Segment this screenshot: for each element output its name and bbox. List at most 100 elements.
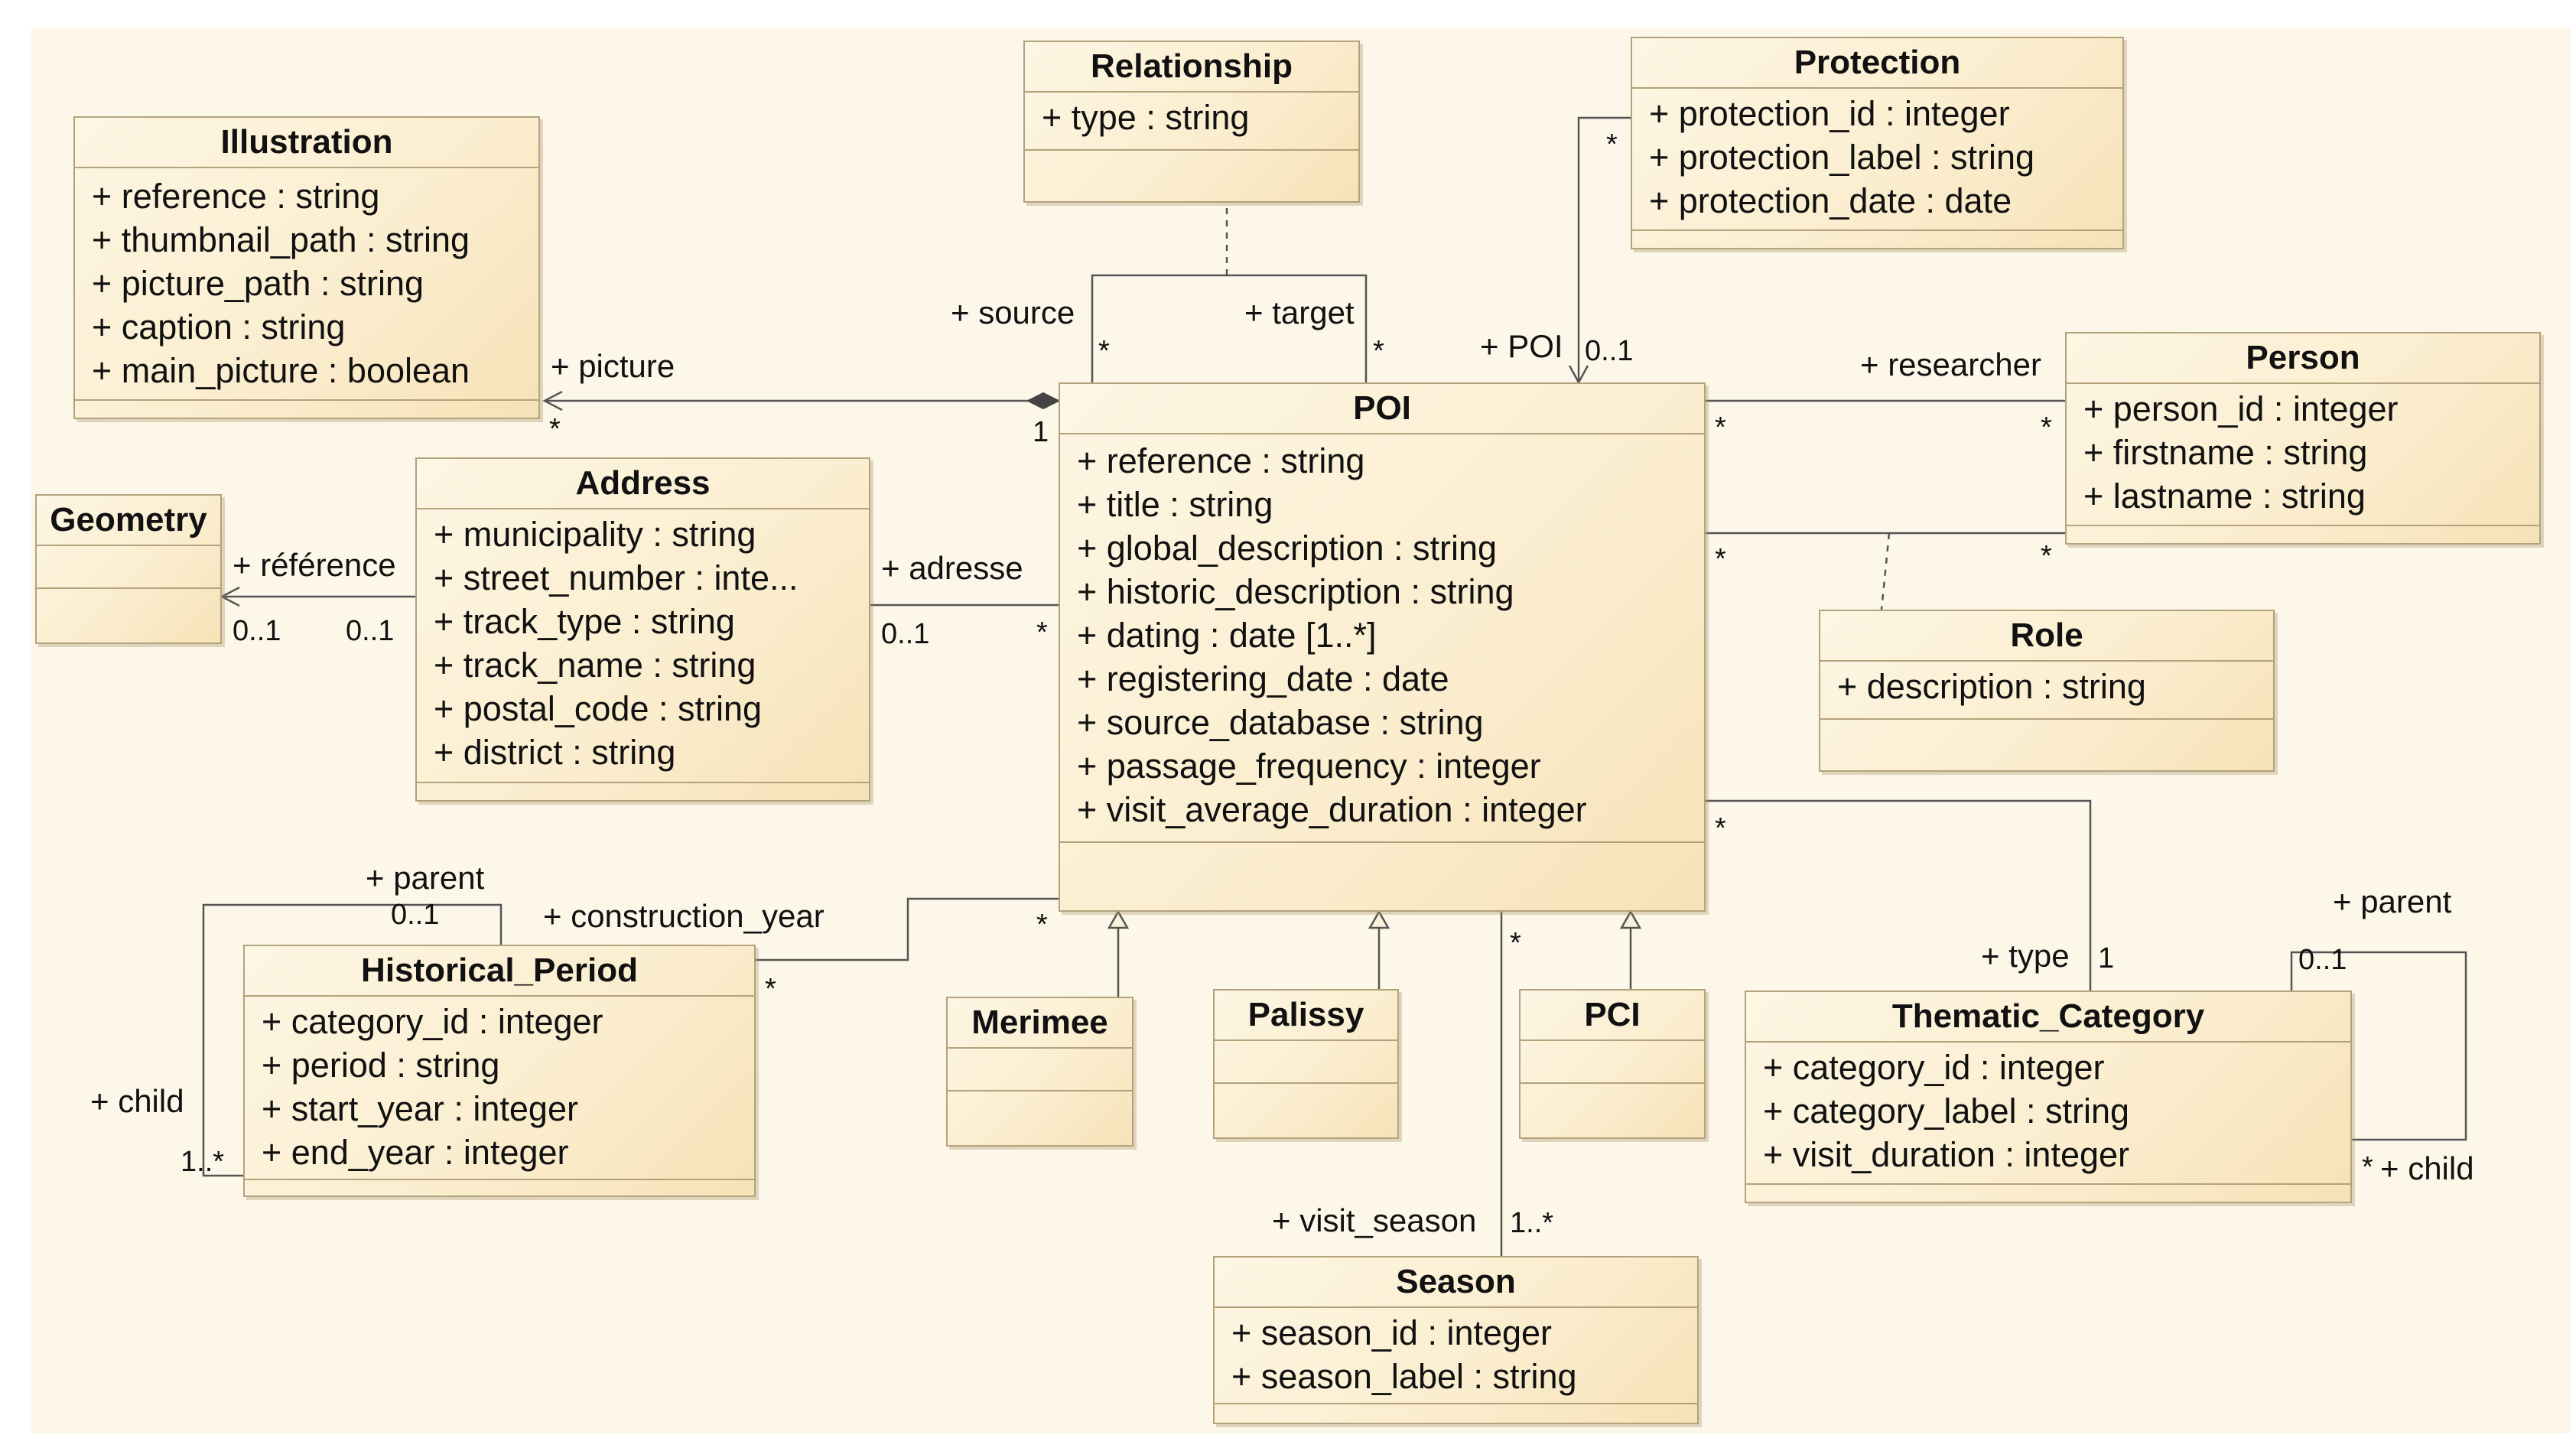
attribute: + caption : string bbox=[92, 307, 346, 346]
assoc-historical-period-poi bbox=[756, 897, 1059, 961]
class-role[interactable]: Role + description : string bbox=[1819, 610, 2275, 772]
operations-separator bbox=[1025, 149, 1358, 151]
role-label-parent-hp: + parent bbox=[366, 860, 485, 896]
assoc-historical-period-self bbox=[202, 903, 503, 1177]
attribute-list: + description : string bbox=[1820, 665, 2273, 708]
attribute: + registering_date : date bbox=[1077, 659, 1449, 698]
multiplicity: * bbox=[2041, 540, 2052, 572]
open-arrow-to-geometry bbox=[220, 586, 240, 607]
attribute: + person_id : integer bbox=[2083, 389, 2399, 428]
attribute-list: + reference : string + title : string + … bbox=[1060, 439, 1704, 831]
attribute: + end_year : integer bbox=[262, 1133, 569, 1172]
multiplicity: 1..* bbox=[1510, 1207, 1554, 1239]
class-name: Palissy bbox=[1215, 991, 1397, 1041]
attribute: + street_number : inte... bbox=[434, 558, 798, 597]
attribute-list: + person_id : integer + firstname : stri… bbox=[2067, 387, 2539, 518]
multiplicity: 1..* bbox=[181, 1146, 225, 1178]
role-label-reference: + référence bbox=[233, 547, 396, 583]
class-historical-period[interactable]: Historical_Period + category_id : intege… bbox=[243, 945, 756, 1197]
attribute: + firstname : string bbox=[2083, 433, 2368, 472]
class-relationship[interactable]: Relationship + type : string bbox=[1023, 41, 1360, 203]
multiplicity: 0..1 bbox=[2298, 944, 2347, 976]
operations-separator bbox=[417, 782, 869, 783]
class-illustration[interactable]: Illustration + reference : string + thum… bbox=[73, 116, 540, 419]
attribute-list: + category_id : integer + period : strin… bbox=[245, 1000, 754, 1174]
operations-separator bbox=[75, 399, 538, 401]
role-label-source: + source bbox=[951, 294, 1075, 330]
attribute: + historic_description : string bbox=[1077, 572, 1514, 611]
multiplicity: * bbox=[2362, 1151, 2373, 1183]
operations-separator bbox=[1632, 229, 2122, 231]
role-label-picture: + picture bbox=[551, 348, 675, 384]
attribute: + type : string bbox=[1042, 98, 1250, 137]
multiplicity: * bbox=[1036, 909, 1048, 941]
attribute-list: + type : string bbox=[1025, 96, 1358, 139]
attribute-list: + municipality : string + street_number … bbox=[417, 512, 869, 774]
multiplicity: * bbox=[1715, 543, 1726, 575]
attribute: + visit_duration : integer bbox=[1763, 1135, 2130, 1174]
class-name: Protection bbox=[1632, 38, 2122, 89]
open-arrow-to-illustration bbox=[542, 390, 563, 412]
attribute: + protection_date : date bbox=[1649, 181, 2012, 220]
attribute: + protection_label : string bbox=[1649, 138, 2035, 177]
multiplicity: 1 bbox=[1033, 416, 1049, 448]
class-protection[interactable]: Protection + protection_id : integer + p… bbox=[1631, 37, 2124, 249]
class-geometry[interactable]: Geometry bbox=[35, 494, 222, 644]
attribute: + picture_path : string bbox=[92, 264, 424, 303]
multiplicity: * bbox=[1373, 335, 1384, 367]
attribute: + category_id : integer bbox=[1763, 1048, 2105, 1087]
class-name: Relationship bbox=[1025, 42, 1358, 93]
multiplicity: 0..1 bbox=[233, 615, 281, 647]
attribute: + global_description : string bbox=[1077, 529, 1498, 568]
operations-separator bbox=[1820, 718, 2273, 720]
role-label-poi: + POI bbox=[1480, 328, 1563, 364]
multiplicity: * bbox=[1036, 617, 1048, 649]
class-pci[interactable]: PCI bbox=[1519, 989, 1706, 1139]
class-name: Role bbox=[1820, 611, 2273, 662]
class-name: Person bbox=[2067, 333, 2539, 384]
role-label-visit-season: + visit_season bbox=[1272, 1202, 1477, 1238]
multiplicity: 1 bbox=[2098, 942, 2115, 974]
attribute: + source_database : string bbox=[1077, 703, 1484, 742]
role-label-adresse: + adresse bbox=[881, 550, 1023, 586]
class-thematic-category[interactable]: Thematic_Category + category_id : intege… bbox=[1745, 991, 2352, 1203]
multiplicity: 0..1 bbox=[346, 615, 395, 647]
attribute: + track_type : string bbox=[434, 602, 735, 641]
attribute-list: + protection_id : integer + protection_l… bbox=[1632, 92, 2122, 223]
attribute-list: + season_id : integer + season_label : s… bbox=[1215, 1311, 1697, 1398]
class-name: POI bbox=[1060, 384, 1704, 434]
attribute: + main_picture : boolean bbox=[92, 351, 470, 390]
attribute: + reference : string bbox=[92, 177, 380, 216]
class-season[interactable]: Season + season_id : integer + season_la… bbox=[1213, 1256, 1699, 1424]
class-name: Merimee bbox=[948, 998, 1132, 1049]
multiplicity: * bbox=[549, 413, 561, 445]
role-label-researcher: + researcher bbox=[1860, 346, 2041, 382]
attribute: + season_id : integer bbox=[1231, 1313, 1553, 1352]
attribute: + period : string bbox=[262, 1046, 500, 1085]
operations-separator bbox=[948, 1090, 1132, 1092]
class-name: Geometry bbox=[37, 496, 220, 546]
assoc-thematic-category-self bbox=[2290, 951, 2467, 1141]
class-person[interactable]: Person + person_id : integer + firstname… bbox=[2065, 332, 2541, 545]
attribute: + passage_frequency : integer bbox=[1077, 747, 1541, 786]
assoc-protection-poi bbox=[1577, 116, 1631, 382]
attribute: + district : string bbox=[434, 733, 676, 772]
operations-separator bbox=[245, 1179, 754, 1180]
class-name: Season bbox=[1215, 1257, 1697, 1308]
operations-separator bbox=[1215, 1403, 1697, 1404]
role-label-child-hp: + child bbox=[90, 1083, 184, 1119]
operations-separator bbox=[2067, 525, 2539, 526]
class-merimee[interactable]: Merimee bbox=[946, 997, 1134, 1147]
composition-diamond-poi bbox=[1026, 392, 1061, 410]
attribute: + season_label : string bbox=[1231, 1357, 1577, 1396]
attribute: + track_name : string bbox=[434, 646, 756, 685]
class-address[interactable]: Address + municipality : string + street… bbox=[415, 457, 870, 802]
class-poi[interactable]: POI + reference : string + title : strin… bbox=[1059, 382, 1706, 912]
gen-triangle-pci bbox=[1619, 909, 1642, 929]
assoc-poi-source-target bbox=[1091, 274, 1368, 382]
attribute: + title : string bbox=[1077, 485, 1273, 524]
attribute: + reference : string bbox=[1077, 441, 1365, 480]
class-palissy[interactable]: Palissy bbox=[1213, 989, 1399, 1139]
